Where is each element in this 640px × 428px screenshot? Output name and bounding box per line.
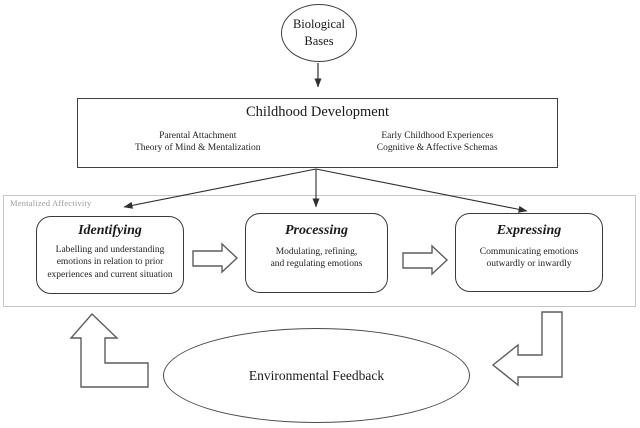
expressing-title: Expressing xyxy=(496,223,562,238)
childhood-development-title: Childhood Development xyxy=(246,104,389,120)
biological-bases-ellipse: Biological Bases xyxy=(281,4,357,62)
bent-arrow-expressing-to-feedback-icon xyxy=(491,311,563,387)
identifying-box: Identifying Labelling and understanding … xyxy=(36,216,184,294)
identifying-title: Identifying xyxy=(78,223,142,238)
biological-bases-label: Biological Bases xyxy=(292,17,346,48)
expressing-box: Expressing Communicating emotions outwar… xyxy=(455,213,603,292)
bent-arrow-feedback-to-identifying-icon xyxy=(69,312,149,388)
expressing-description: Communicating emotions outwardly or inwa… xyxy=(479,247,579,270)
environmental-feedback-ellipse: Environmental Feedback xyxy=(163,328,470,423)
mentalized-affectivity-label: Mentalized Affectivity xyxy=(10,198,92,208)
processing-description: Modulating, refining, and regulating emo… xyxy=(270,247,363,270)
childhood-right-column: Early Childhood Experiences Cognitive & … xyxy=(376,131,498,154)
childhood-left-column: Parental Attachment Theory of Mind & Men… xyxy=(134,131,261,154)
identifying-description: Labelling and understanding emotions in … xyxy=(47,245,173,280)
childhood-development-box: Childhood Development Parental Attachmen… xyxy=(77,98,558,168)
environmental-feedback-label: Environmental Feedback xyxy=(248,367,385,383)
processing-box: Processing Modulating, refining, and reg… xyxy=(245,213,388,293)
childhood-development-columns: Parental Attachment Theory of Mind & Men… xyxy=(78,130,557,155)
processing-title: Processing xyxy=(285,223,348,238)
